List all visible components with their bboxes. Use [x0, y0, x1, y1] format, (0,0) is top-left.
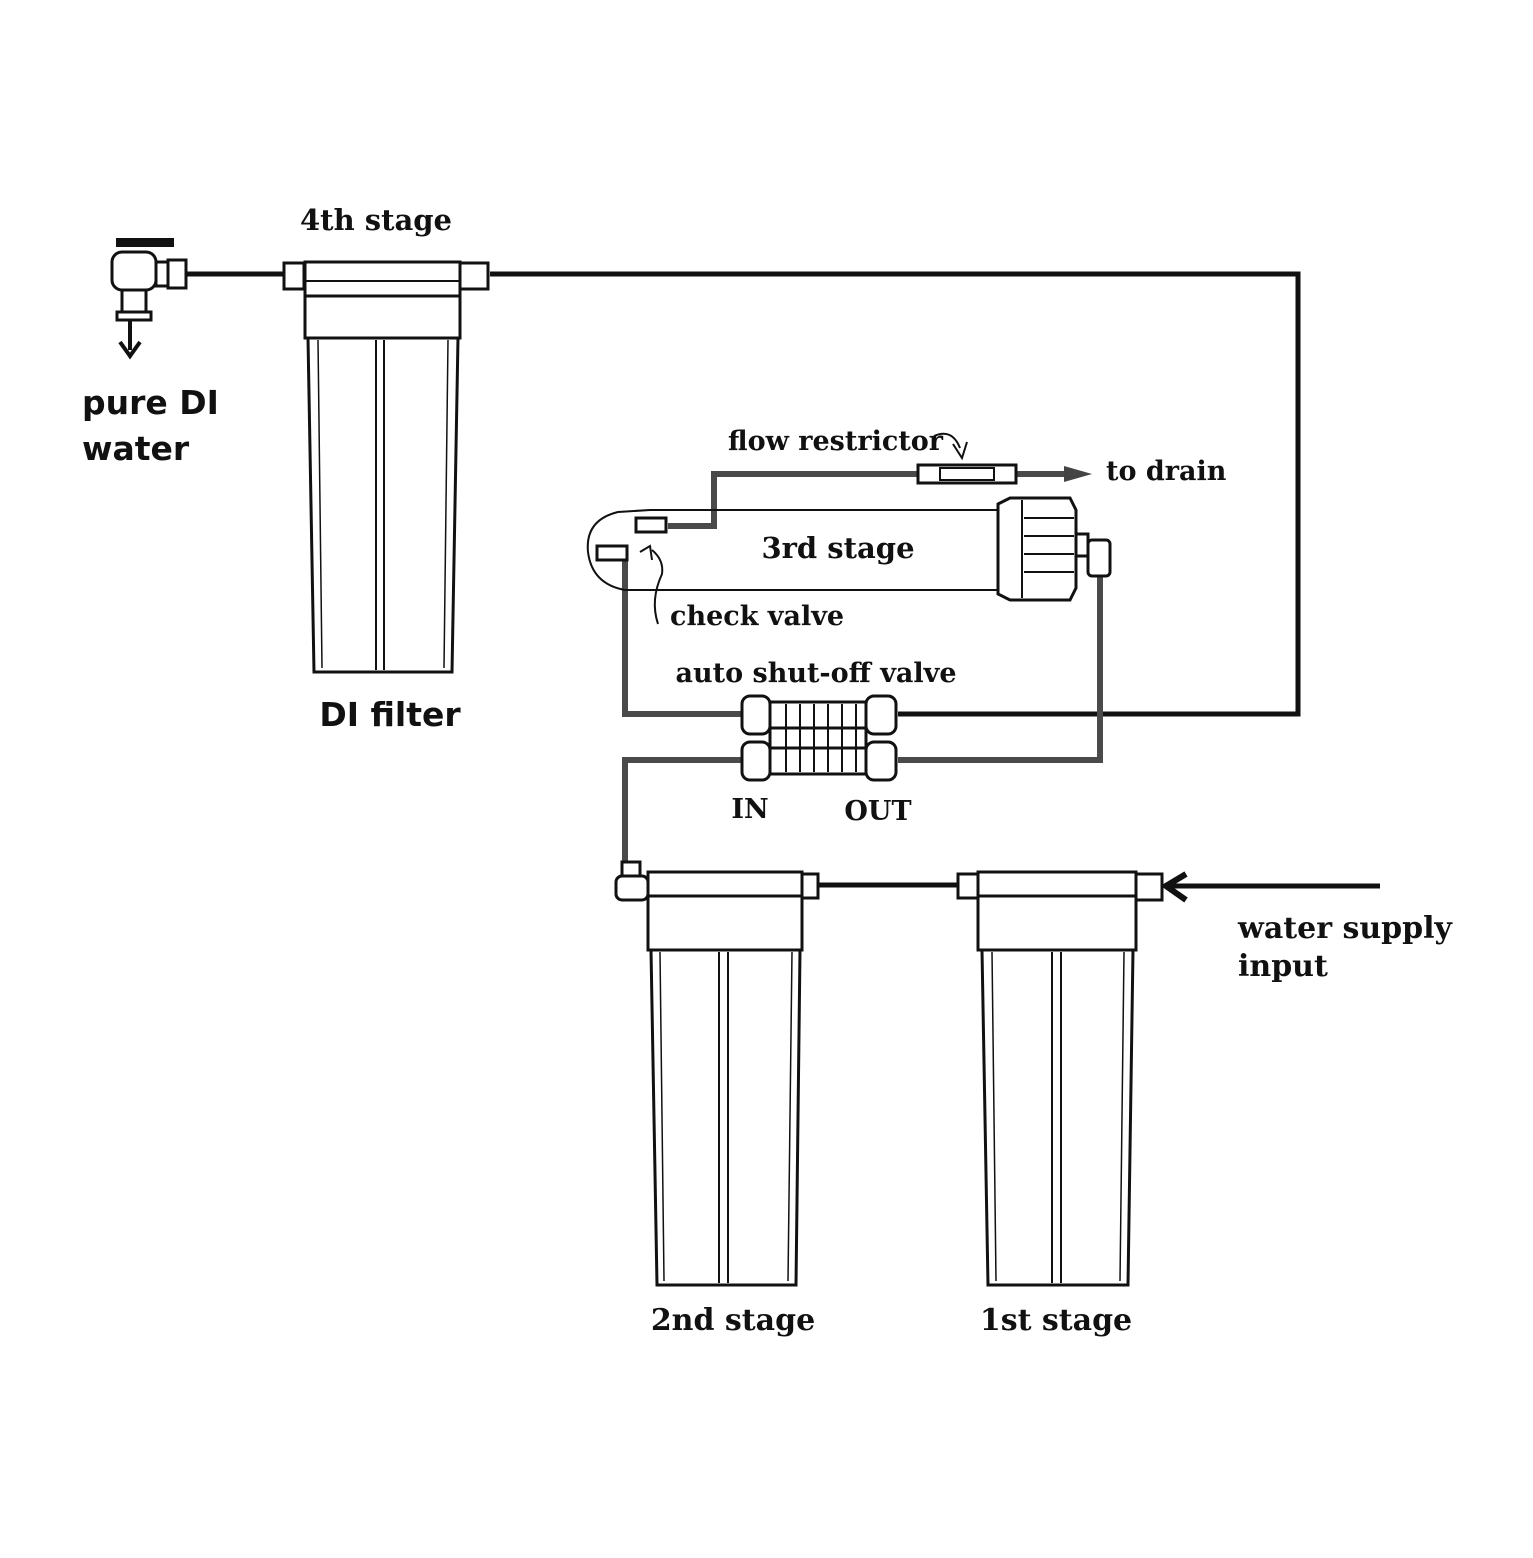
label-to-drain: to drain: [1106, 456, 1227, 487]
stage2-housing: [614, 860, 820, 1287]
label-out: OUT: [844, 796, 911, 827]
label-4th-stage: 4th stage: [300, 203, 452, 237]
label-in: IN: [731, 794, 768, 825]
label-3rd-stage: 3rd stage: [761, 531, 914, 565]
curved-pointer-arrow-icon: [639, 432, 968, 625]
pipe-checkvalve-to-shutoff: [622, 556, 742, 717]
pipe-product-to-di: [490, 271, 1301, 717]
reject-fitting: [634, 516, 668, 534]
pipe-stage2-to-shutoff-in: [622, 757, 742, 868]
label-di-filter: DI filter: [319, 695, 461, 734]
stage3-membrane-housing: [586, 496, 1112, 602]
label-2nd-stage: 2nd stage: [651, 1303, 815, 1338]
label-water-supply-1: water supply: [1237, 911, 1454, 946]
label-1st-stage: 1st stage: [980, 1303, 1132, 1338]
pipe-shutoff-out-to-membrane: [898, 576, 1103, 763]
auto-shutoff-valve: [740, 694, 898, 782]
stage1-housing: [956, 870, 1188, 1287]
label-flow-restrictor: flow restrictor: [728, 426, 944, 457]
label-pure-di-water-1: pure DI: [82, 383, 219, 422]
stage4-di-filter-housing: [282, 260, 490, 674]
flow-arrow-icon: [1064, 466, 1092, 482]
membrane-fittings: [595, 516, 668, 562]
faucet-icon: [110, 238, 188, 360]
label-check-valve: check valve: [670, 601, 844, 632]
pipe-reject-to-restrictor: [668, 471, 918, 529]
check-valve-fitting: [595, 544, 629, 562]
label-water-supply-2: input: [1238, 949, 1328, 984]
label-auto-shutoff-valve: auto shut-off valve: [675, 658, 956, 689]
label-pure-di-water-2: water: [82, 429, 190, 468]
pipes: [186, 271, 1380, 889]
flow-restrictor: [916, 463, 1018, 485]
